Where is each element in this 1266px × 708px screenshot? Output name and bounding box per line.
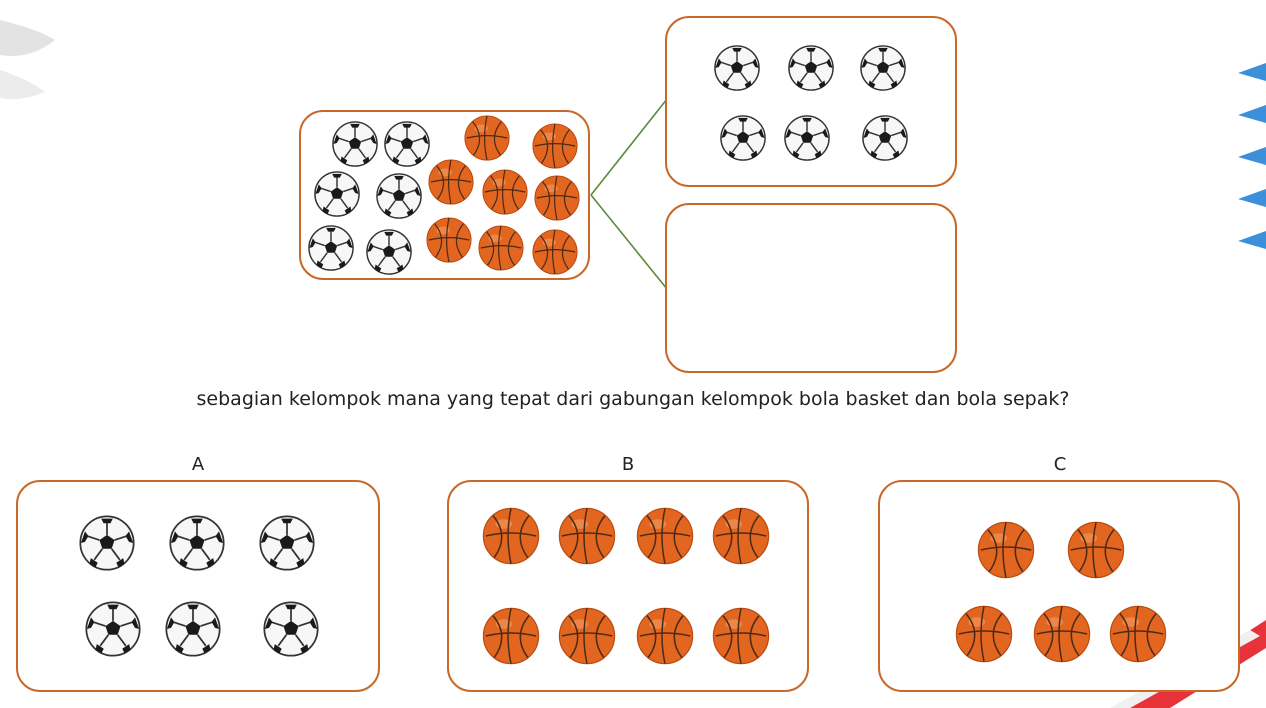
soccer-ball-icon — [713, 44, 761, 92]
basketball-icon — [427, 158, 475, 206]
soccer-ball-icon — [262, 600, 320, 658]
soccer-ball-icon — [84, 600, 142, 658]
basketball-icon — [481, 168, 529, 216]
basketball-icon — [711, 606, 771, 666]
option-b-label: B — [621, 454, 635, 475]
soccer-ball-icon — [307, 224, 355, 272]
soccer-ball-icon — [861, 114, 909, 162]
soccer-ball-icon — [168, 514, 226, 572]
basketball-icon — [533, 174, 581, 222]
basketball-icon — [425, 216, 473, 264]
basketball-icon — [557, 606, 617, 666]
option-c-label: C — [1053, 454, 1067, 475]
basketball-icon — [976, 520, 1036, 580]
decorative-swoosh-topleft — [0, 20, 55, 100]
basketball-icon — [1108, 604, 1168, 664]
connector-lines — [590, 98, 668, 290]
soccer-ball-icon — [375, 172, 423, 220]
option-a-box[interactable] — [16, 480, 380, 692]
basketball-icon — [531, 228, 579, 276]
basketball-icon — [711, 506, 771, 566]
soccer-ball-icon — [383, 120, 431, 168]
soccer-ball-icon — [365, 228, 413, 276]
basketball-icon — [481, 606, 541, 666]
subgroup-top-box — [665, 16, 957, 187]
soccer-ball-icon — [313, 170, 361, 218]
basketball-icon — [557, 506, 617, 566]
option-c-box[interactable] — [878, 480, 1240, 692]
option-b-box[interactable] — [447, 480, 809, 692]
soccer-ball-icon — [331, 120, 379, 168]
basketball-icon — [481, 506, 541, 566]
soccer-ball-icon — [719, 114, 767, 162]
subgroup-bottom-box-empty[interactable] — [665, 203, 957, 373]
basketball-icon — [463, 114, 511, 162]
question-text: sebagian kelompok mana yang tepat dari g… — [196, 388, 1070, 410]
soccer-ball-icon — [164, 600, 222, 658]
basketball-icon — [1066, 520, 1126, 580]
option-a-label: A — [191, 454, 205, 475]
soccer-ball-icon — [258, 514, 316, 572]
basketball-icon — [635, 506, 695, 566]
soccer-ball-icon — [787, 44, 835, 92]
decorative-arrows-right — [1238, 63, 1266, 249]
basketball-icon — [954, 604, 1014, 664]
basketball-icon — [531, 122, 579, 170]
source-group-box — [299, 110, 590, 280]
basketball-icon — [635, 606, 695, 666]
soccer-ball-icon — [78, 514, 136, 572]
basketball-icon — [1032, 604, 1092, 664]
basketball-icon — [477, 224, 525, 272]
soccer-ball-icon — [783, 114, 831, 162]
soccer-ball-icon — [859, 44, 907, 92]
